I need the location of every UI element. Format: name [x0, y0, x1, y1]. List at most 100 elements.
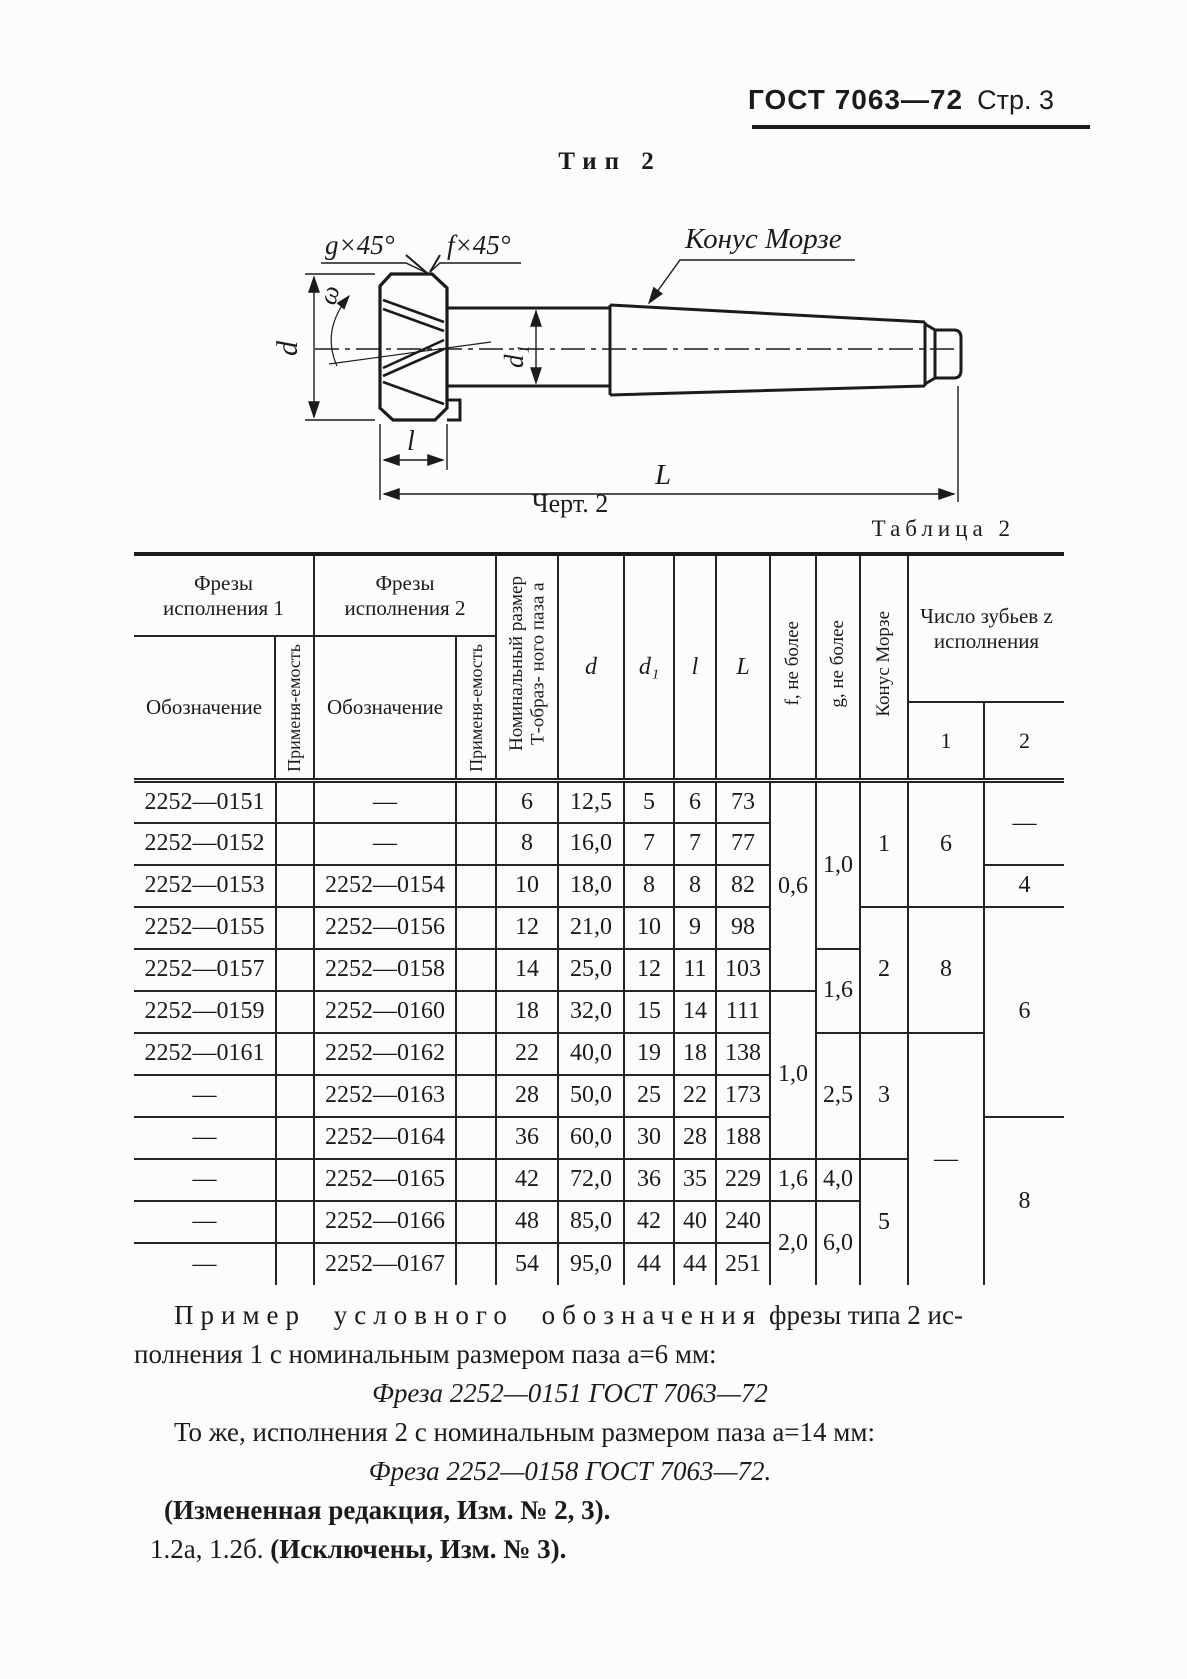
example-designation-2: Фреза 2252—0158 ГОСТ 7063—72.: [368, 1456, 772, 1486]
d1-cell: 15: [623, 989, 675, 1034]
header-group-version2: Фрезы исполнения 2 Обозначение Применя-е…: [313, 553, 497, 783]
header-rule: [752, 125, 1090, 129]
dim-d-extensions: [305, 273, 375, 421]
applicability1-cell: [275, 947, 315, 992]
designation2-cell: 2252—0160: [313, 989, 457, 1034]
l-cell: 28: [673, 1115, 717, 1160]
L-cell: 138: [715, 1031, 771, 1076]
dim-l-label: l: [407, 426, 415, 457]
d-cell: 95,0: [557, 1241, 625, 1285]
g-max-cell: 6,0: [815, 1199, 861, 1285]
l-cell: 7: [673, 821, 717, 866]
morse-cell: 2: [859, 905, 909, 1034]
table-row: — 2252—0165 42 72,0 36 35 229 1,6 4,0 5: [134, 1157, 1064, 1285]
designation1-cell: 2252—0157: [134, 947, 277, 992]
d1-cell: 25: [623, 1073, 675, 1118]
header-group-version1: Фрезы исполнения 1 Обозначение Применя-е…: [134, 553, 315, 783]
table-row: 2252—0152 — 8 16,0 7 7 77: [134, 821, 1064, 866]
l-cell: 44: [673, 1241, 717, 1285]
dim-d-label: d: [271, 340, 304, 356]
teeth1-cell: 6: [907, 779, 985, 908]
table-row: 2252—0151 — 6 12,5 5 6 73 0,6 1,0 1 6 —: [134, 779, 1064, 992]
teeth2-cell: 6: [983, 905, 1064, 1118]
table-row: 2252—0153 2252—0154 10 18,0 8 8 82 4: [134, 863, 1064, 908]
col-header-teeth-version2: 2: [1019, 727, 1030, 753]
d-cell: 32,0: [557, 989, 625, 1034]
d-cell: 60,0: [557, 1115, 625, 1160]
d1-cell: 42: [623, 1199, 675, 1244]
exclusion-note-line: 1.2а, 1.2б. (Исключены, Изм. № 3).: [134, 1530, 1066, 1569]
omega-construction-line: [328, 341, 492, 365]
col-header-L: L: [715, 553, 771, 783]
col-header-designation-1: Обозначение: [134, 637, 276, 778]
table-row: — 2252—0163 28 50,0 25 22 173: [134, 1073, 1064, 1118]
L-cell: 251: [715, 1241, 771, 1285]
slot-size-cell: 48: [495, 1199, 559, 1244]
applicability2-cell: [455, 989, 497, 1034]
applicability1-cell: [275, 1241, 315, 1285]
designation1-cell: —: [134, 1199, 277, 1244]
designation2-cell: 2252—0165: [313, 1157, 457, 1202]
applicability1-cell: [275, 779, 315, 824]
L-cell: 240: [715, 1199, 771, 1244]
l-cell: 9: [673, 905, 717, 950]
applicability2-cell: [455, 947, 497, 992]
tang-outline: [924, 322, 963, 386]
cutter-teeth: [382, 298, 445, 406]
slot-size-cell: 28: [495, 1073, 559, 1118]
f-max-cell: 0,6: [769, 779, 817, 992]
slot-size-cell: 42: [495, 1157, 559, 1202]
col-header-d: d: [557, 553, 625, 783]
l-cell: 40: [673, 1199, 717, 1244]
designation1-cell: —: [134, 1241, 277, 1285]
L-cell: 229: [715, 1157, 771, 1202]
group1-title: Фрезы исполнения 1: [134, 556, 313, 637]
col-header-applicability-2: Применя-емость: [465, 643, 486, 772]
l-cell: 8: [673, 863, 717, 908]
applicability1-cell: [275, 989, 315, 1034]
teeth2-cell: 4: [983, 863, 1064, 908]
table-row: 2252—0157 2252—0158 14 25,0 12 11 103 1,…: [134, 947, 1064, 1034]
designation2-cell: 2252—0154: [313, 863, 457, 908]
designation2-cell: 2252—0158: [313, 947, 457, 992]
example-note-2: То же, исполнения 2 с номинальным размер…: [174, 1417, 875, 1447]
applicability1-cell: [275, 1157, 315, 1202]
d-cell: 40,0: [557, 1031, 625, 1076]
designation1-cell: 2252—0153: [134, 863, 277, 908]
designation2-cell: 2252—0162: [313, 1031, 457, 1076]
col-header-morse-taper: Конус Морзе: [859, 553, 909, 783]
applicability2-cell: [455, 1241, 497, 1285]
applicability1-cell: [275, 1199, 315, 1244]
designation1-cell: —: [134, 1115, 277, 1160]
L-cell: 98: [715, 905, 771, 950]
teeth1-cell: 8: [907, 905, 985, 1034]
example-note-line1: Пример условного обозначения фрезы типа …: [134, 1296, 1066, 1335]
morse-leader: [647, 259, 855, 305]
figure-type-title: Тип 2: [558, 148, 662, 175]
teeth1-cell: —: [907, 1031, 985, 1285]
chamfer-profile: [405, 254, 441, 274]
col-header-f-max: f, не более: [769, 553, 817, 783]
chamfer-g-leader: [321, 262, 428, 274]
slot-size-cell: 6: [495, 779, 559, 824]
chamfer-f-leader: [429, 262, 521, 273]
d1-cell: 19: [623, 1031, 675, 1076]
d-cell: 72,0: [557, 1157, 625, 1202]
L-cell: 77: [715, 821, 771, 866]
teeth2-cell: —: [983, 779, 1064, 866]
dim-d1-label: d₁: [499, 345, 529, 368]
designation2-cell: 2252—0166: [313, 1199, 457, 1244]
figure-caption: Черт. 2: [531, 489, 609, 518]
d-cell: 21,0: [557, 905, 625, 950]
chamfer-f-label: f×45°: [447, 230, 511, 260]
col-header-l: l: [673, 553, 717, 783]
applicability1-cell: [275, 1031, 315, 1076]
f-max-cell: 1,0: [769, 989, 817, 1160]
designation1-cell: 2252—0152: [134, 821, 277, 866]
cutter-head-outline: [378, 272, 449, 422]
d1-cell: 8: [623, 863, 675, 908]
applicability1-cell: [275, 905, 315, 950]
col-header-teeth-version1: 1: [909, 703, 985, 778]
table-row: 2252—0161 2252—0162 22 40,0 19 18 138 2,…: [134, 1031, 1064, 1285]
